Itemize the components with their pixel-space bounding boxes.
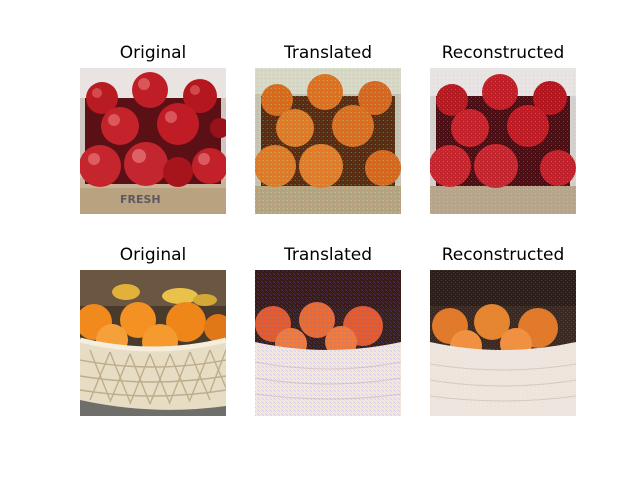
svg-text:FRESH: FRESH — [120, 193, 161, 206]
row1-original-image: FRESH — [80, 68, 226, 214]
row1-translated-image — [255, 68, 401, 214]
row1-translated-title: Translated — [284, 43, 372, 63]
row2-original-image — [80, 270, 226, 416]
row2-reconstructed-title: Reconstructed — [441, 245, 565, 265]
row2-translated-image — [255, 270, 401, 416]
row2-reconstructed-image — [430, 270, 576, 416]
row1-original-title: Original — [119, 43, 187, 63]
row1-reconstructed-image — [430, 68, 576, 214]
row1-reconstructed-title: Reconstructed — [441, 43, 565, 63]
row2-translated-title: Translated — [284, 245, 372, 265]
row2-original-title: Original — [119, 245, 187, 265]
